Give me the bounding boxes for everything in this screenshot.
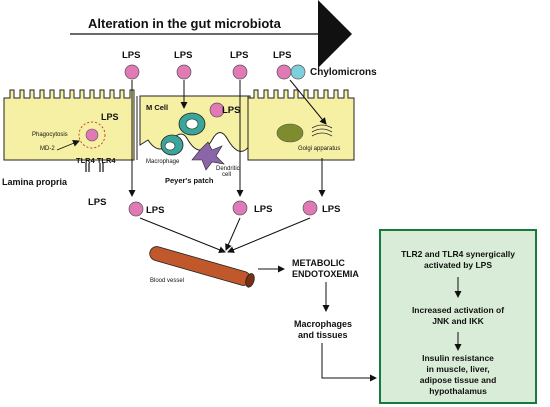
md2-label: MD-2: [40, 146, 55, 152]
chylomicron-particle: [290, 64, 306, 80]
phagocytosis-label: Phagocytosis: [32, 132, 68, 138]
golgi-apparatus-icon: [311, 124, 333, 137]
lps-label: LPS: [122, 50, 140, 61]
lamina-propria-label: Lamina propria: [2, 177, 68, 187]
lps-molecule: [124, 64, 140, 80]
chylomicrons-label: Chylomicrons: [310, 67, 377, 78]
lps-to-vessel-arrow: [227, 217, 311, 253]
lps-molecule: [276, 64, 292, 80]
box-step2-line1: Increased activation of: [412, 305, 504, 315]
tissues-to-box-arrow: [321, 343, 377, 382]
right-epithelial-cell: [247, 89, 355, 161]
insulin-resistance-box: [379, 229, 537, 404]
lps-label: LPS: [322, 204, 340, 215]
box-step2-line2: JNK and IKK: [432, 316, 484, 326]
peyers-patch-label: Peyer's patch: [165, 176, 214, 185]
lps-molecule: [302, 200, 318, 216]
box-step3-line3: adipose tissue and: [420, 375, 497, 385]
m-cell-label: M Cell: [146, 103, 168, 112]
lps-label: LPS: [222, 105, 240, 116]
dendritic-cell-label-2: cell: [222, 172, 231, 178]
box-step3-line2: in muscle, liver,: [426, 364, 489, 374]
metabolic-endotoxemia-label-2: ENDOTOXEMIA: [292, 269, 359, 279]
lps-molecule: [85, 128, 99, 142]
lps-label: LPS: [174, 50, 192, 61]
macrophage-nucleus: [185, 118, 199, 130]
lps-label: LPS: [254, 204, 272, 215]
dendritic-cell-shape: [191, 141, 225, 171]
lps-to-vessel-arrow: [225, 217, 241, 251]
metabolic-endotoxemia-label-1: METABOLIC: [292, 258, 345, 268]
chylomicron-uptake-arrow: [289, 79, 327, 125]
lps-label: LPS: [101, 112, 119, 122]
lps-label: LPS: [88, 197, 106, 208]
macrophage-nucleus: [164, 141, 176, 151]
phagocytosis-arrow: [56, 140, 80, 151]
golgi-label: Golgi apparatus: [298, 146, 340, 152]
left-epithelial-cell: [3, 89, 135, 161]
box-step1-line1: TLR2 and TLR4 synergically: [401, 249, 515, 259]
lps-label: LPS: [230, 50, 248, 61]
dendritic-cell-label-1: Dendritic: [216, 166, 240, 172]
lps-molecule: [128, 201, 144, 217]
tlr4-receptors: [85, 163, 104, 172]
blood-vessel-icon: [149, 246, 255, 288]
diagram-title: Alteration in the gut microbiota: [88, 16, 282, 31]
macrophages-tissues-label-2: and tissues: [298, 330, 348, 340]
lps-molecule: [209, 102, 225, 118]
golgi-vesicle: [276, 123, 304, 143]
tlr4-label: TLR4 TLR4: [76, 156, 116, 165]
lps-molecule: [232, 200, 248, 216]
blood-vessel-label: Blood vessel: [150, 278, 184, 284]
lps-label: LPS: [146, 205, 164, 216]
macrophages-tissues-label-1: Macrophages: [294, 319, 352, 329]
macrophage-label: Macrophage: [146, 159, 180, 165]
lps-to-vessel-arrow: [139, 217, 226, 254]
lps-molecule: [232, 64, 248, 80]
box-step1-line2: activated by LPS: [424, 260, 492, 270]
box-step3-line1: Insulin resistance: [422, 353, 494, 363]
lps-label: LPS: [273, 50, 291, 61]
box-step3-line4: hypothalamus: [429, 386, 487, 396]
phagosome-outline: [78, 121, 106, 149]
lps-molecule: [176, 64, 192, 80]
title-arrow: [70, 0, 352, 68]
